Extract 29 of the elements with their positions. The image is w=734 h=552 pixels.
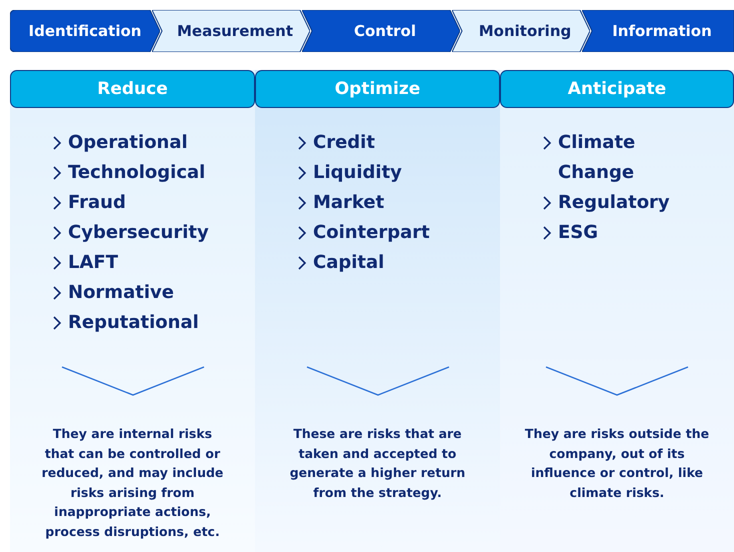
list-item: Credit	[313, 131, 376, 155]
list-item: LAFT	[68, 251, 119, 275]
list-item: Operational	[68, 131, 189, 155]
list-item: Regulatory	[558, 191, 671, 215]
list-item: Market	[313, 191, 386, 215]
process-step: Control	[302, 10, 460, 52]
list-item: Cybersecurity	[68, 221, 210, 245]
column-panel	[500, 70, 734, 552]
column-panel	[255, 70, 500, 552]
process-step: Identification	[10, 10, 160, 52]
process-step: Monitoring	[452, 10, 590, 52]
list-item: Reputational	[68, 311, 200, 335]
column-header: Optimize	[255, 70, 500, 108]
process-step: Information	[582, 10, 734, 52]
column-header: Anticipate	[500, 70, 734, 108]
list-item: Liquidity	[313, 161, 403, 185]
description: They are risks outside the company, out of its influence or control, like climate risks.	[524, 425, 710, 502]
list-item: Fraud	[68, 191, 127, 215]
list-item: Climate Change	[558, 131, 636, 185]
description: They are internal risks that can be controlled or reduced, and may include risks arising from inappropriate actions, process disruptions, etc.	[40, 425, 224, 541]
description: These are risks that are taken and accepted to generate a higher return from the strategy.	[288, 425, 466, 502]
list-item: ESG	[558, 221, 600, 245]
list-item: Normative	[68, 281, 175, 305]
list-item: Cointerpart	[313, 221, 431, 245]
column-panel	[10, 70, 255, 552]
list-item: Technological	[68, 161, 206, 185]
list-item: Capital	[313, 251, 386, 275]
column-header: Reduce	[10, 70, 255, 108]
process-step: Measurement	[152, 10, 310, 52]
